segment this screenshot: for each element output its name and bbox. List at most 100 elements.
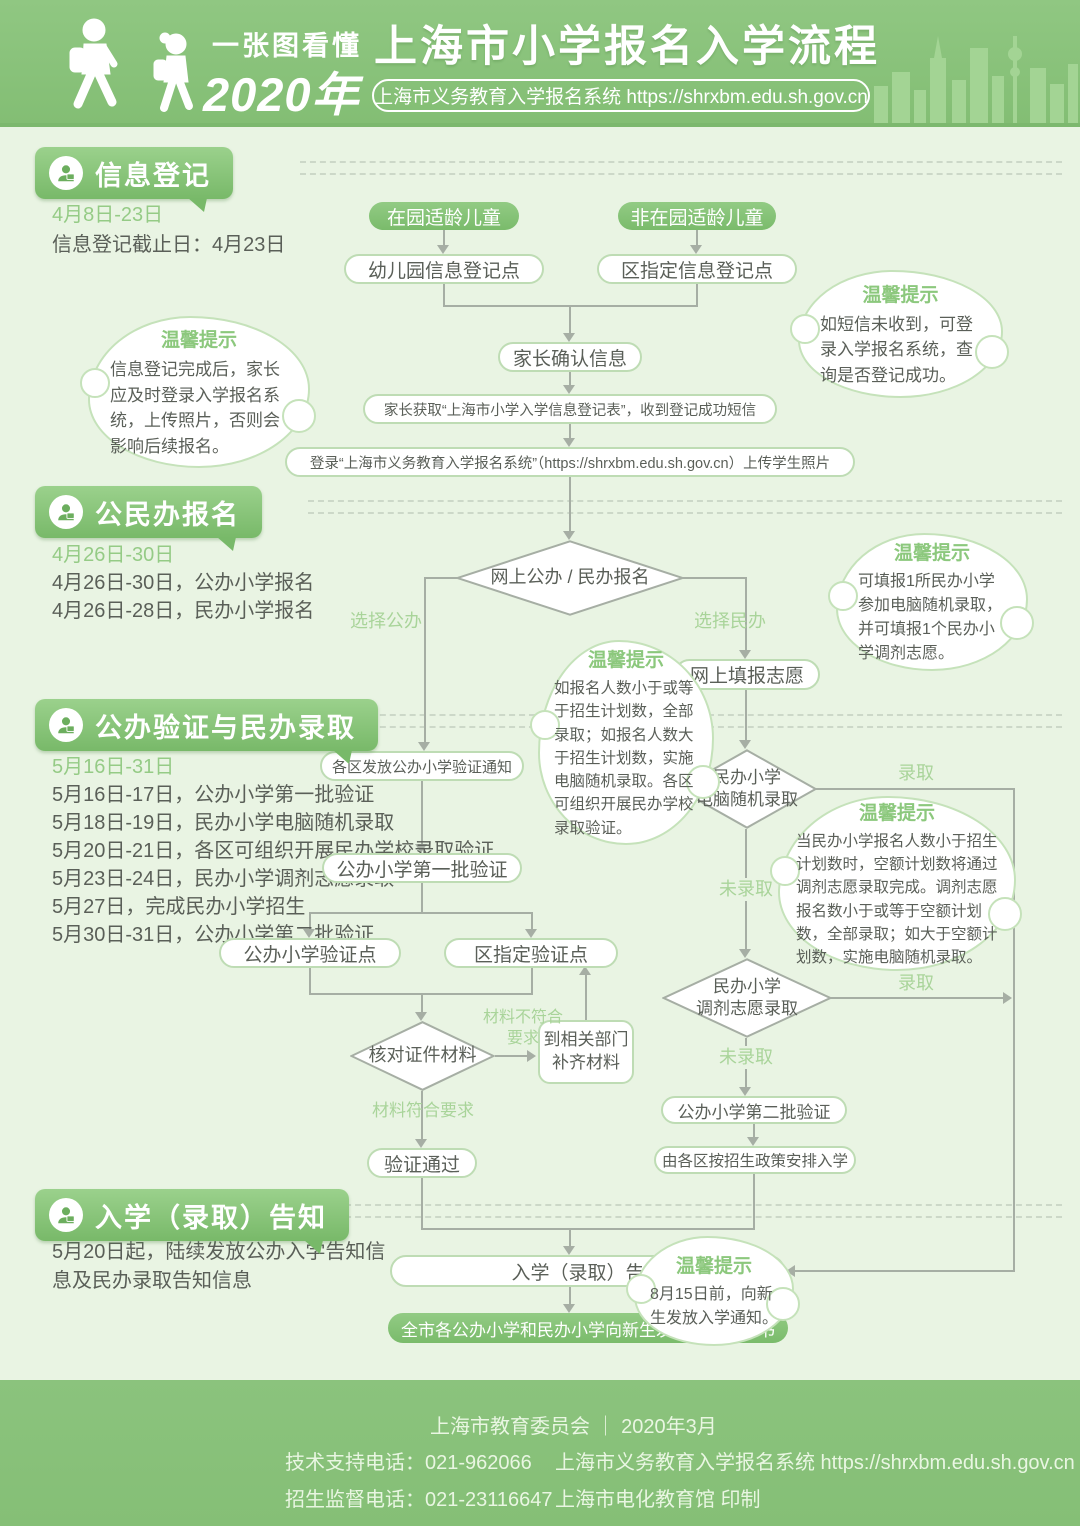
label-choose-private: 选择民办: [694, 611, 766, 631]
tip-title: 温馨提示: [587, 650, 664, 672]
node-district-registration-point: 区指定信息登记点: [597, 254, 797, 284]
label-admitted-1: 录取: [898, 763, 934, 783]
tip-body: 可填报1所民办小学参加电脑随机录取，并可填报1个民办小学调剂志愿。: [858, 573, 1003, 662]
connector: [753, 1174, 755, 1228]
divider: [300, 173, 1062, 175]
connector: [696, 230, 698, 245]
connector: [309, 912, 533, 914]
connector: [569, 307, 571, 333]
tip-title: 温馨提示: [862, 284, 939, 306]
connector: [421, 1091, 423, 1139]
walking-children-icon: [69, 18, 193, 112]
tip-body: 如短信未收到，可登录入学报名系统，查询是否登记成功。: [820, 314, 973, 385]
connector: [569, 477, 571, 531]
footer-committee: 上海市教育委员会 ｜ 2020年3月: [430, 1416, 717, 1438]
connector: [1013, 788, 1015, 1271]
label-admitted-2: 录取: [898, 973, 934, 993]
label-material-pass: 材料符合要求: [372, 1101, 474, 1120]
node-check-documents-decision: 核对证件材料: [350, 1021, 495, 1091]
tip-body: 如报名人数小于或等于招生计划数，全部录取；如报名人数大于招生计划数，实施电脑随机…: [554, 680, 694, 837]
node-line: 补齐材料: [552, 1053, 620, 1072]
connector: [443, 305, 698, 307]
date-range: 5月16日-31日: [52, 756, 175, 778]
arrow-right: [527, 1050, 536, 1062]
arrow-up: [579, 966, 591, 975]
decision-label: 核对证件材料: [368, 1045, 477, 1066]
section-header-notification: 入学（录取）告知: [35, 1189, 349, 1254]
arrow-down: [415, 1012, 427, 1021]
node-district-verification-notice: 各区发放公办小学验证通知: [320, 751, 524, 781]
connector: [531, 912, 533, 929]
node-not-in-kindergarten-children: 非在园适龄儿童: [618, 202, 776, 230]
tip-body: 8月15日前，向新生发放入学通知。: [650, 1286, 779, 1327]
date-note: 5月23日-24日，民办小学调剂志愿录取: [52, 868, 395, 890]
tip-cloud-private-preference: 温馨提示 可填报1所民办小学参加电脑随机录取，并可填报1个民办小学调剂志愿。: [828, 533, 1034, 671]
arrow-down: [303, 929, 315, 938]
connector: [830, 997, 1005, 999]
label-choose-public: 选择公办: [350, 611, 422, 631]
person-badge-icon: [49, 156, 83, 190]
node-public-school-verification-point: 公办小学验证点: [219, 938, 401, 968]
tip-body: 当民办小学报名人数小于招生计划数时，空额计划数将通过调剂志愿录取完成。调剂志愿报…: [796, 832, 998, 966]
connector: [309, 968, 311, 993]
footer-printer: 上海市电化教育馆 印制: [555, 1489, 761, 1511]
label-not-admitted-2: 未录取: [716, 1046, 776, 1070]
tip-title: 温馨提示: [893, 543, 970, 564]
tip-cloud-lottery-rule: 温馨提示 如报名人数小于或等于招生计划数，全部录取；如报名人数大于招生计划数，实…: [530, 640, 720, 845]
connector: [696, 284, 698, 307]
tip-cloud-admission-letter: 温馨提示 8月15日前，向新生发放入学通知。: [626, 1236, 800, 1346]
node-public-second-batch-verification: 公办小学第二批验证: [661, 1096, 847, 1124]
arrow-down: [415, 844, 427, 853]
connector: [309, 993, 533, 995]
date-note: 5月18日-19日，民办小学电脑随机录取: [52, 812, 395, 834]
arrow-down: [563, 385, 575, 394]
person-badge-icon: [49, 1198, 83, 1232]
node-public-first-batch-verification: 公办小学第一批验证: [322, 853, 522, 883]
connector: [495, 1055, 530, 1057]
banner: 一张图看懂 2020年 上海市小学报名入学流程 上海市义务教育入学报名系统 ht…: [0, 0, 1080, 127]
tip-title: 温馨提示: [858, 802, 935, 824]
connector: [569, 424, 571, 438]
system-url-pill: 上海市义务教育入学报名系统 https://shrxbm.edu.sh.gov.…: [372, 79, 870, 112]
arrow-down: [563, 333, 575, 342]
person-badge-icon: [49, 708, 83, 742]
decision-label: 民办小学 调剂志愿录取: [662, 958, 832, 1038]
city-skyline-icon: [874, 36, 1078, 123]
connector: [531, 968, 533, 993]
arrow-down: [739, 740, 751, 749]
banner-tagline-1: 一张图看懂: [212, 31, 362, 61]
tip-title: 温馨提示: [160, 330, 237, 351]
section-header-verification: 公办验证与民办录取: [35, 699, 378, 764]
connector: [745, 690, 747, 740]
divider: [308, 500, 1062, 502]
decision-line: 民办小学: [713, 976, 781, 996]
date-note: 5月16日-17日，公办小学第一批验证: [52, 784, 375, 806]
arrow-down: [525, 929, 537, 938]
banner-tagline-2: 2020年: [203, 68, 360, 121]
connector: [683, 577, 747, 579]
arrow-down: [690, 245, 702, 254]
connector: [421, 781, 423, 844]
date-range: 4月26日-30日: [52, 544, 175, 566]
connector: [745, 577, 747, 650]
footer-system-url: 上海市义务教育入学报名系统 https://shrxbm.edu.sh.gov.…: [555, 1452, 1075, 1474]
divider: [325, 1216, 1062, 1218]
footer: 上海市教育委员会 ｜ 2020年3月 技术支持电话：021-962066 上海市…: [0, 1380, 1080, 1526]
date-note: 信息登记截止日：4月23日: [52, 234, 286, 256]
arrow-right: [1003, 992, 1012, 1004]
connector: [421, 995, 423, 1012]
arrow-down: [563, 438, 575, 447]
arrow-down: [563, 1304, 575, 1313]
arrow-down: [739, 949, 751, 958]
connector: [815, 788, 1015, 790]
date-range: 4月8日-23日: [52, 204, 164, 226]
date-note: 4月26日-30日，公办小学报名: [52, 572, 315, 594]
connector: [309, 912, 311, 929]
node-district-policy-placement: 由各区按招生政策安排入学: [654, 1146, 856, 1174]
connector: [753, 1124, 755, 1137]
section-title: 公办验证与民办录取: [95, 712, 356, 743]
connector: [795, 1270, 1015, 1272]
arrow-down: [415, 1139, 427, 1148]
divider: [308, 512, 1062, 514]
